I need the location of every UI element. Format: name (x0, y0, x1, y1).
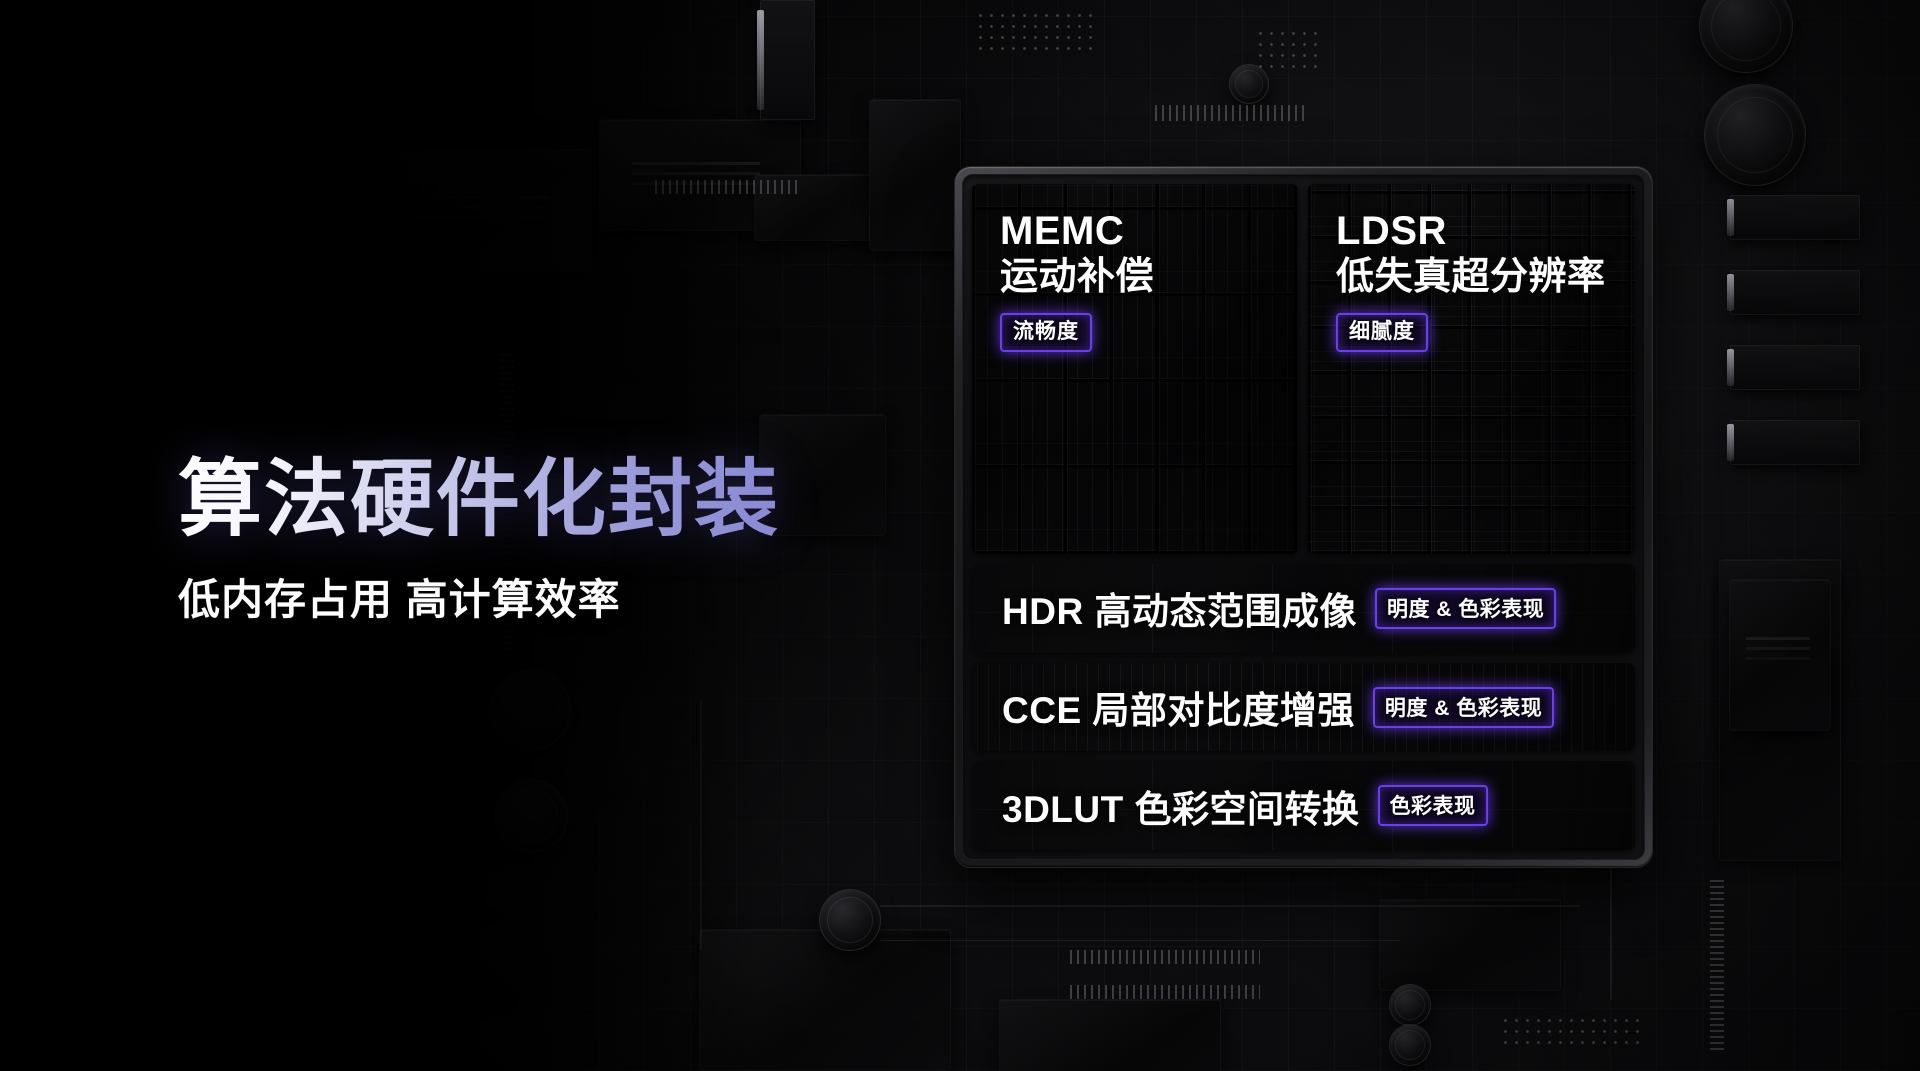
chip-row-3dlut-badge: 色彩表现 (1377, 785, 1488, 827)
chip-block-memc-name: 运动补偿 (1000, 256, 1155, 298)
chip-row-cce-content: CCE 局部对比度增强 明度 & 色彩表现 (972, 663, 1635, 752)
pcb-chip-component (120, 40, 270, 130)
pcb-connector-slot (1727, 195, 1860, 240)
chip-block-ldsr-content: LDSR 低失真超分辨率 细腻度 (1308, 184, 1635, 352)
chip-block-memc-code: MEMC (1000, 209, 1125, 253)
chip-row-hdr-title: HDR 高动态范围成像 (1002, 591, 1357, 633)
chip-row-3dlut[interactable]: 3DLUT 色彩空间转换 色彩表现 (972, 761, 1635, 851)
die-shading-overlay (972, 564, 1635, 653)
pcb-connector-slot (1727, 270, 1860, 315)
pcb-trace (880, 905, 1580, 907)
die-shading-overlay (972, 184, 1298, 554)
hero-text-block: 算法硬件化封装 低内存占用 高计算效率 (178, 454, 838, 627)
pcb-capacitor (490, 670, 570, 750)
die-shading-overlay (1308, 184, 1635, 554)
pcb-pin-array (1070, 985, 1260, 999)
pcb-connector-slot (757, 0, 815, 120)
chip-row-hdr-badge: 明度 & 色彩表现 (1374, 587, 1557, 629)
pcb-capacitor (1705, 85, 1805, 185)
chip-die-area: MEMC 运动补偿 流畅度 LDSR 低失真超分辨率 细腻度 (962, 174, 1645, 860)
chip-block-ldsr-name: 低失真超分辨率 (1336, 256, 1606, 298)
pcb-capacitor (495, 780, 567, 852)
pcb-via-dots (1500, 1015, 1640, 1045)
chip-row-3dlut-title: 3DLUT 色彩空间转换 (1002, 788, 1360, 830)
chip-row-cce-title: CCE 局部对比度增强 (1002, 690, 1355, 731)
chip-row-cce-badge: 明度 & 色彩表现 (1372, 686, 1555, 728)
pcb-trace (700, 700, 702, 950)
pcb-via-dots (975, 10, 1095, 50)
pcb-pin-array (1155, 105, 1305, 121)
chip-block-memc-content: MEMC 运动补偿 流畅度 (972, 184, 1298, 352)
chip-row-cce[interactable]: CCE 局部对比度增强 明度 & 色彩表现 (972, 662, 1635, 752)
pcb-chip-component (1380, 900, 1560, 990)
chip-row-hdr[interactable]: HDR 高动态范围成像 明度 & 色彩表现 (972, 564, 1635, 653)
pcb-chip-component (1000, 1000, 1220, 1071)
pcb-chip-component (700, 930, 950, 1070)
pcb-capacitor (1390, 1025, 1430, 1065)
pcb-connector-slot (1727, 420, 1860, 465)
pcb-capacitor (1230, 65, 1268, 103)
pcb-pin-array (655, 180, 800, 194)
pcb-chip-component (380, 150, 590, 270)
pcb-trace (880, 940, 1400, 941)
chip-top-row: MEMC 运动补偿 流畅度 LDSR 低失真超分辨率 细腻度 (972, 184, 1635, 554)
chip-block-memc-badge: 流畅度 (1000, 312, 1092, 352)
chip-package: MEMC 运动补偿 流畅度 LDSR 低失真超分辨率 细腻度 (955, 167, 1652, 867)
pcb-pin-array (1710, 880, 1724, 1050)
page-subtitle: 低内存占用 高计算效率 (178, 576, 621, 624)
chip-block-ldsr-badge: 细腻度 (1336, 312, 1428, 352)
die-shading-overlay (972, 761, 1635, 851)
chip-block-memc[interactable]: MEMC 运动补偿 流畅度 (972, 184, 1298, 554)
pcb-chip-component (870, 100, 960, 250)
die-shading-overlay (972, 662, 1635, 752)
pcb-capacitor (1390, 985, 1430, 1025)
pcb-connector-slot (1727, 345, 1860, 390)
chip-row-hdr-content: HDR 高动态范围成像 明度 & 色彩表现 (972, 564, 1635, 653)
chip-block-ldsr-code: LDSR (1336, 209, 1447, 253)
chip-block-ldsr[interactable]: LDSR 低失真超分辨率 细腻度 (1308, 184, 1635, 554)
pcb-capacitor (820, 890, 880, 950)
page-title: 算法硬件化封装 (178, 454, 838, 544)
pcb-via-dots (1255, 28, 1325, 68)
pcb-chip-component (1730, 580, 1830, 730)
chip-row-3dlut-content: 3DLUT 色彩空间转换 色彩表现 (972, 761, 1635, 850)
pcb-pin-array (1070, 950, 1260, 964)
